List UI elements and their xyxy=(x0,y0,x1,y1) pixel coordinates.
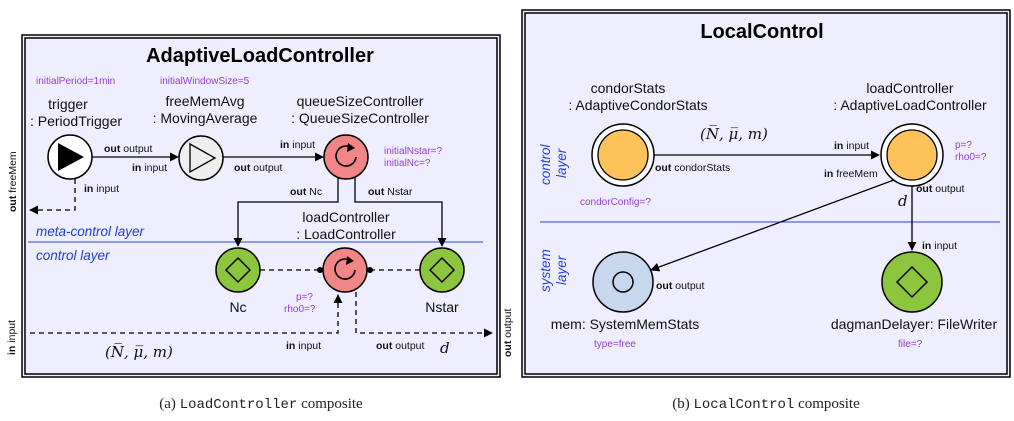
load-out-output-port: out output xyxy=(376,340,425,352)
dagman-label: dagmanDelayer: FileWriter xyxy=(831,316,998,332)
trigger-out-port: out output xyxy=(104,143,153,155)
trigger-in-port: in input xyxy=(84,183,119,195)
initial-period-param: initialPeriod=1min xyxy=(36,76,115,87)
right-title: LocalControl xyxy=(700,21,823,43)
right-d-math: d xyxy=(898,192,908,210)
right-load-type: : AdaptiveLoadController xyxy=(833,97,987,113)
queue-to-nstar-edge xyxy=(354,178,447,247)
load-to-mem-edge xyxy=(650,179,895,272)
nstar-label: Nstar xyxy=(425,299,459,315)
queue-name: queueSizeController xyxy=(297,93,424,109)
mem-label: mem: SystemMemStats xyxy=(551,316,700,332)
condor-name: condorStats xyxy=(591,80,666,96)
trigger-name: trigger xyxy=(48,96,88,112)
load-out-output-port-right: out output xyxy=(916,183,965,195)
input-to-load-edge xyxy=(30,294,343,334)
right-rho0-param: rho0=? xyxy=(955,152,987,163)
right-tuple-math: (N̅, μ̅, m) xyxy=(700,124,768,143)
left-p-param: p=? xyxy=(296,292,313,303)
trigger-node[interactable] xyxy=(47,134,93,180)
condor-stats-node[interactable] xyxy=(591,123,655,187)
nc-label: Nc xyxy=(229,299,246,315)
queue-out-nc-port: out Nc xyxy=(290,186,322,198)
initial-nc-param: initialNc=? xyxy=(384,158,431,169)
control-layer-label: control layer xyxy=(36,248,110,263)
right-composite-panel: LocalControl control layer system layer … xyxy=(521,9,1011,378)
play-icon xyxy=(58,143,84,171)
control-layer-vertical-label: control xyxy=(538,143,553,185)
left-in-input-port: in input xyxy=(6,320,18,355)
initial-nstar-param: initialNstar=? xyxy=(384,146,443,157)
right-load-name: loadController xyxy=(866,80,953,96)
freemem-out-port: out output xyxy=(234,162,283,174)
queue-type: : QueueSizeController xyxy=(291,110,429,126)
left-load-name: loadController xyxy=(302,209,389,225)
load-in-freemem-port: in freeMem xyxy=(824,168,878,180)
freemem-avg-node[interactable] xyxy=(178,135,224,181)
left-composite-panel: AdaptiveLoadController meta-control laye… xyxy=(6,34,514,378)
out-freemem-port: out freeMem xyxy=(7,151,19,212)
nc-port-dot xyxy=(317,267,323,273)
caption-b: (b) LocalControl composite xyxy=(672,396,860,413)
system-layer-vertical-label-2: layer xyxy=(554,255,569,285)
left-rho0-param: rho0=? xyxy=(284,304,316,315)
mem-out-port: out output xyxy=(656,280,705,292)
circle-icon xyxy=(612,271,634,293)
dagman-in-port: in input xyxy=(922,240,957,252)
queue-in-port: in input xyxy=(280,139,315,151)
caption-a: (a) LoadController composite xyxy=(159,396,363,413)
freemem-type: : MovingAverage xyxy=(153,110,258,126)
loop-arrow-icon xyxy=(334,256,356,280)
queue-out-nstar-port: out Nstar xyxy=(368,186,413,198)
load-in-input-port: in input xyxy=(286,340,321,352)
play-outline-icon xyxy=(189,142,217,174)
load-in-input-port-right: in input xyxy=(834,140,869,152)
freemem-in-port: in input xyxy=(132,162,167,174)
system-layer-vertical-label: system xyxy=(538,249,553,292)
meta-control-layer-label: meta-control layer xyxy=(36,224,145,239)
loop-arrow-icon xyxy=(335,143,357,167)
left-title: AdaptiveLoadController xyxy=(146,45,374,67)
nstar-port-dot xyxy=(367,267,373,273)
file-param: file=? xyxy=(898,339,923,350)
control-layer-vertical-label-2: layer xyxy=(554,148,569,178)
left-d-math: d xyxy=(440,339,450,357)
load-to-output-edge xyxy=(355,292,493,338)
dagman-delayer-node[interactable] xyxy=(881,251,943,313)
queue-to-nc-edge xyxy=(233,178,339,247)
right-load-controller-node[interactable] xyxy=(880,123,944,187)
nstar-node[interactable] xyxy=(419,247,465,293)
right-p-param: p=? xyxy=(955,140,972,151)
nc-node[interactable] xyxy=(215,247,261,293)
initial-window-param: initialWindowSize=5 xyxy=(160,76,250,87)
trigger-type: : PeriodTrigger xyxy=(30,113,122,129)
left-load-controller-node[interactable] xyxy=(322,247,368,293)
left-load-type: : LoadController xyxy=(296,226,396,242)
diamond-icon xyxy=(428,256,456,284)
freemem-name: freeMemAvg xyxy=(165,93,244,109)
left-tuple-math: (N̅, μ̅, m) xyxy=(105,342,173,361)
mem-node[interactable] xyxy=(592,251,654,313)
condor-config-param: condorConfig=? xyxy=(580,197,651,208)
type-param: type=free xyxy=(594,339,636,350)
condor-out-port: out condorStats xyxy=(655,162,730,174)
condor-type: : AdaptiveCondorStats xyxy=(568,97,707,113)
left-out-output-port: out output xyxy=(502,308,514,357)
trigger-to-freemem-out-edge xyxy=(29,179,76,215)
diamond-icon xyxy=(224,256,252,284)
queue-size-controller-node[interactable] xyxy=(323,134,369,180)
diamond-icon xyxy=(895,265,929,299)
